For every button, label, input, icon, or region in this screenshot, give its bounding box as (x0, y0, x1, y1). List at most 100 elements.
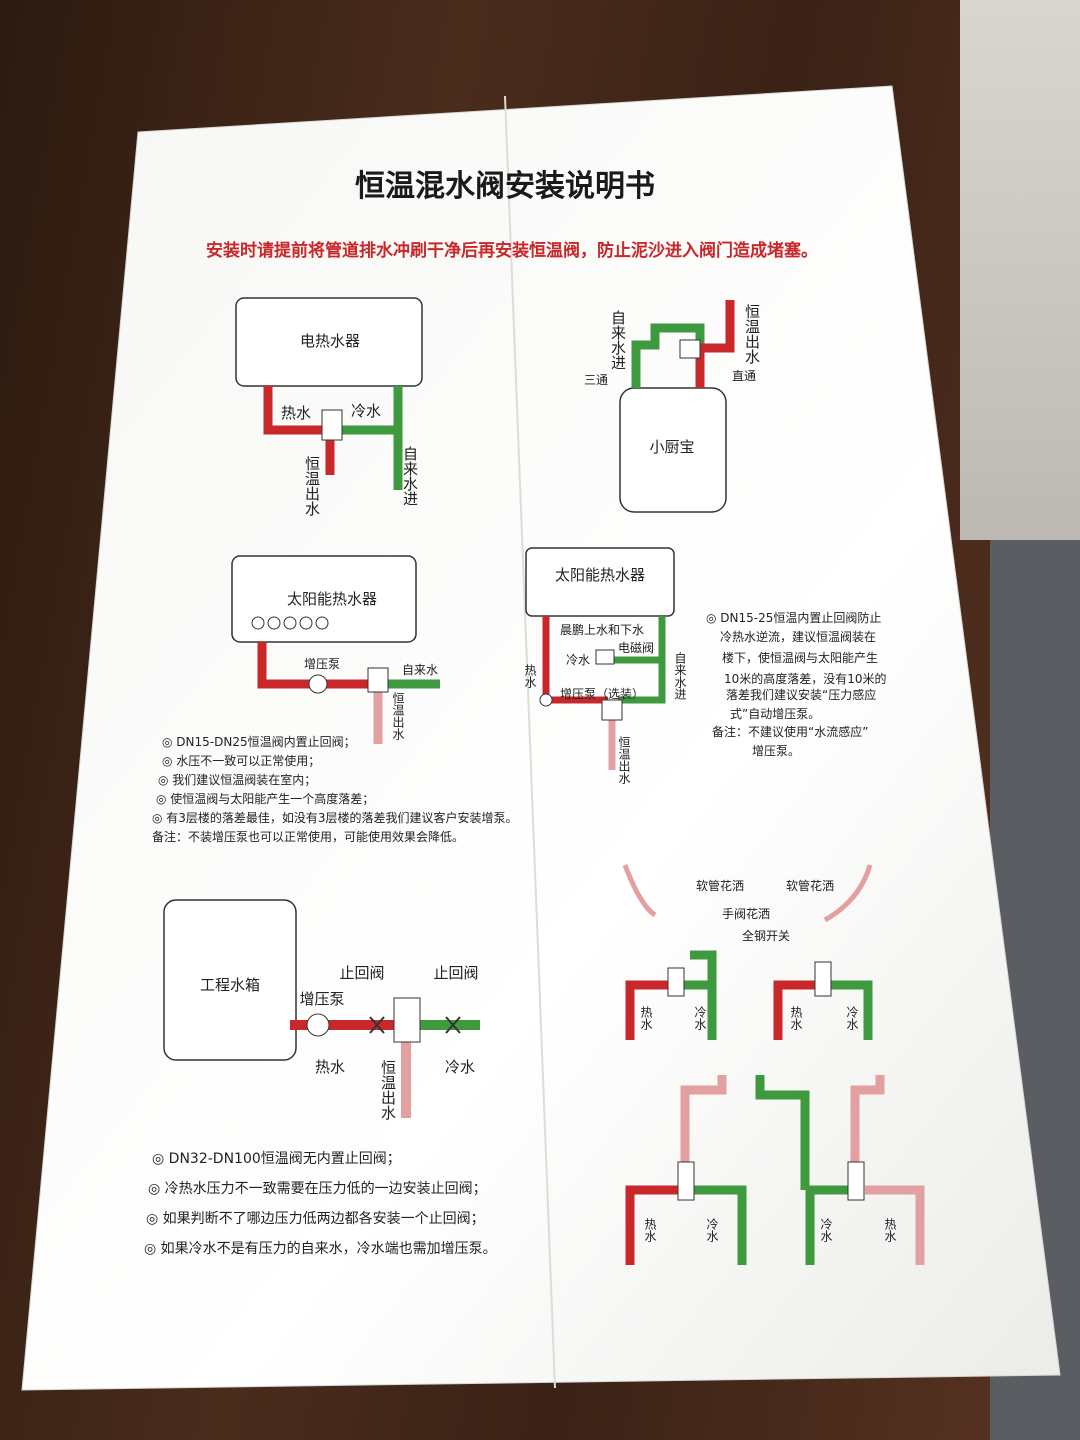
hot-pipe-a (625, 980, 672, 1040)
diagram-kitchen-heater: 小厨宝 自来水进 恒温出水 三通 直通 (584, 300, 761, 513)
ball-label: 全钢开关 (742, 928, 790, 943)
note-4-3: 10米的高度落差，没有10米的 (724, 671, 887, 686)
tank-label: 工程水箱 (200, 976, 260, 994)
note-4-5: 式”自动增压泵。 (730, 707, 820, 721)
tap-in-label-3: 自来水 (402, 663, 438, 677)
pump-label-3: 增压泵 (304, 657, 340, 671)
note-5-1: ◎ 冷热水压力不一致需要在压力低的一边安装止回阀； (148, 1181, 487, 1197)
hose-a (622, 864, 657, 918)
note-4-6: 备注：不建议使用“水流感应” (712, 724, 868, 739)
cold-label-a: 冷水 (693, 1006, 707, 1030)
hot-pipe-b (773, 980, 818, 1040)
riser-d2 (755, 1075, 810, 1190)
pump-label-4: 增压泵（选装） (560, 687, 644, 701)
valve-label-4: 电磁阀 (618, 640, 654, 655)
shower-a: 热水 冷水 (622, 864, 717, 1040)
pump-4 (539, 693, 553, 707)
diagram-shower-faucet: 软管花洒 软管花洒 手阀花洒 全钢开关 热水 冷水 热水 冷水 热水 冷水 (622, 864, 925, 1265)
note-3-3: ◎ 使恒温阀与太阳能产生一个高度落差； (156, 791, 374, 806)
note-5-0: ◎ DN32-DN100恒温阀无内置止回阀； (152, 1151, 401, 1167)
note-4-1: 冷热水逆流，建议恒温阀装在 (720, 629, 876, 644)
diagram-tank: 工程水箱 增压泵 止回阀 止回阀 热水 冷水 恒温出水 ◎ DN32-DN100… (144, 899, 497, 1257)
mixing-valve-c (677, 1161, 695, 1201)
check2-label: 止回阀 (433, 964, 478, 982)
mixing-valve-2 (679, 339, 701, 359)
tee-label: 三通 (584, 373, 608, 387)
hand-label: 手阀花洒 (722, 906, 770, 921)
kitchen-heater-label: 小厨宝 (649, 438, 694, 456)
note-3-4: ◎ 有3层楼的落差最佳，如没有3层楼的落差我们建议客户安装增泵。 (152, 810, 518, 825)
solar-heater-label-2: 太阳能热水器 (555, 566, 645, 584)
cold-pipe-a (682, 950, 717, 1040)
hot-pipe-2 (695, 300, 735, 388)
tap-in-label-4: 自来水进 (673, 652, 687, 700)
mixing-valve-b (814, 961, 832, 997)
hose2-label: 软管花洒 (786, 878, 834, 893)
solar-tube-row (251, 616, 329, 630)
hot-label-d: 热水 (883, 1218, 897, 1242)
hose1-label: 软管花洒 (696, 878, 744, 893)
note-3-0: ◎ DN15-DN25恒温阀内置止回阀； (162, 735, 356, 749)
straight-label: 直通 (732, 369, 756, 383)
faucet-d: 冷水 热水 (755, 1075, 925, 1265)
out-label-3: 恒温出水 (391, 692, 405, 740)
note-4-0: ◎ DN15-25恒温内置止回阀防止 (706, 610, 881, 625)
cold-pipe-4 (610, 616, 666, 704)
hot-label-4: 热水 (523, 664, 537, 688)
cold-pipe (340, 386, 403, 490)
cold-label-d: 冷水 (819, 1218, 833, 1242)
check-valve-5a (369, 1016, 385, 1034)
solar-heater-body-2 (525, 547, 675, 617)
cold-pipe-d (805, 1185, 850, 1265)
diagram-solar-pump: 太阳能热水器 增压泵 自来水 恒温出水 ◎ DN15-DN25恒温阀内置止回阀；… (152, 555, 518, 844)
cold-pipe-2 (631, 323, 705, 388)
cold-label-4: 冷水 (566, 653, 590, 667)
mixing-valve-d (847, 1161, 865, 1201)
note-3-5: 备注：不装增压泵也可以正常使用，可能使用效果会降低。 (152, 829, 464, 844)
page-title: 恒温混水阀安装说明书 (355, 169, 655, 204)
wall-background (960, 0, 1080, 540)
riser-c (680, 1075, 727, 1175)
hot-label-c: 热水 (643, 1218, 657, 1242)
hot-label-5: 热水 (315, 1058, 345, 1076)
tap-in-label-2: 自来水进 (609, 310, 627, 370)
hot-pipe-d (865, 1185, 925, 1265)
cold-label-5: 冷水 (445, 1058, 475, 1076)
hot-label-a: 热水 (639, 1006, 653, 1030)
out-label-5: 恒温出水 (379, 1060, 397, 1120)
hot-label: 热水 (281, 404, 311, 422)
solenoid-valve-4 (595, 649, 615, 665)
tank-body (163, 899, 297, 1061)
solar-heater-body (231, 555, 417, 643)
faucet-c: 热水 冷水 (625, 1075, 747, 1265)
cold-label: 冷水 (351, 402, 381, 420)
hose-b (823, 864, 873, 923)
note-3-2: ◎ 我们建议恒温阀装在室内； (158, 772, 316, 787)
mixing-valve (321, 409, 343, 441)
hot-pipe (263, 386, 335, 475)
out-label-4: 恒温出水 (617, 736, 631, 784)
diagram-solar-solenoid: 太阳能热水器 晨鹏上水和下水 冷水 电磁阀 热水 增压泵（选装） 自来水进 恒温… (523, 547, 887, 784)
note-4-4: 落差我们建议安装“压力感应 (726, 687, 876, 702)
hot-pipe-c (625, 1185, 680, 1265)
shower-b: 热水 冷水 (773, 864, 873, 1040)
cold-pipe-b (830, 980, 873, 1040)
solar-heater-label: 太阳能热水器 (287, 590, 377, 608)
out-label: 恒温出水 (303, 456, 321, 516)
note-4-7: 增压泵。 (752, 744, 800, 758)
note-3-1: ◎ 水压不一致可以正常使用； (162, 753, 320, 768)
cold-label-b: 冷水 (845, 1006, 859, 1030)
pump-3 (308, 674, 328, 694)
out-label-2: 恒温出水 (743, 304, 761, 364)
diagram-electric-heater: 电热水器 热水 冷水 恒温出水 自来水进 (235, 297, 423, 516)
check-valve-5b (445, 1016, 461, 1034)
riser-d (850, 1075, 885, 1175)
hot-pipe-3 (257, 642, 372, 689)
tap-in-label: 自来水进 (401, 446, 419, 506)
hot-label-b: 热水 (789, 1006, 803, 1030)
note-4-2: 楼下，使恒温阀与太阳能产生 (722, 650, 878, 665)
check1-label: 止回阀 (339, 964, 384, 982)
paper-fold (504, 95, 556, 1389)
warning-text: 安装时请提前将管道排水冲刷干净后再安装恒温阀，防止泥沙进入阀门造成堵塞。 (206, 240, 818, 261)
